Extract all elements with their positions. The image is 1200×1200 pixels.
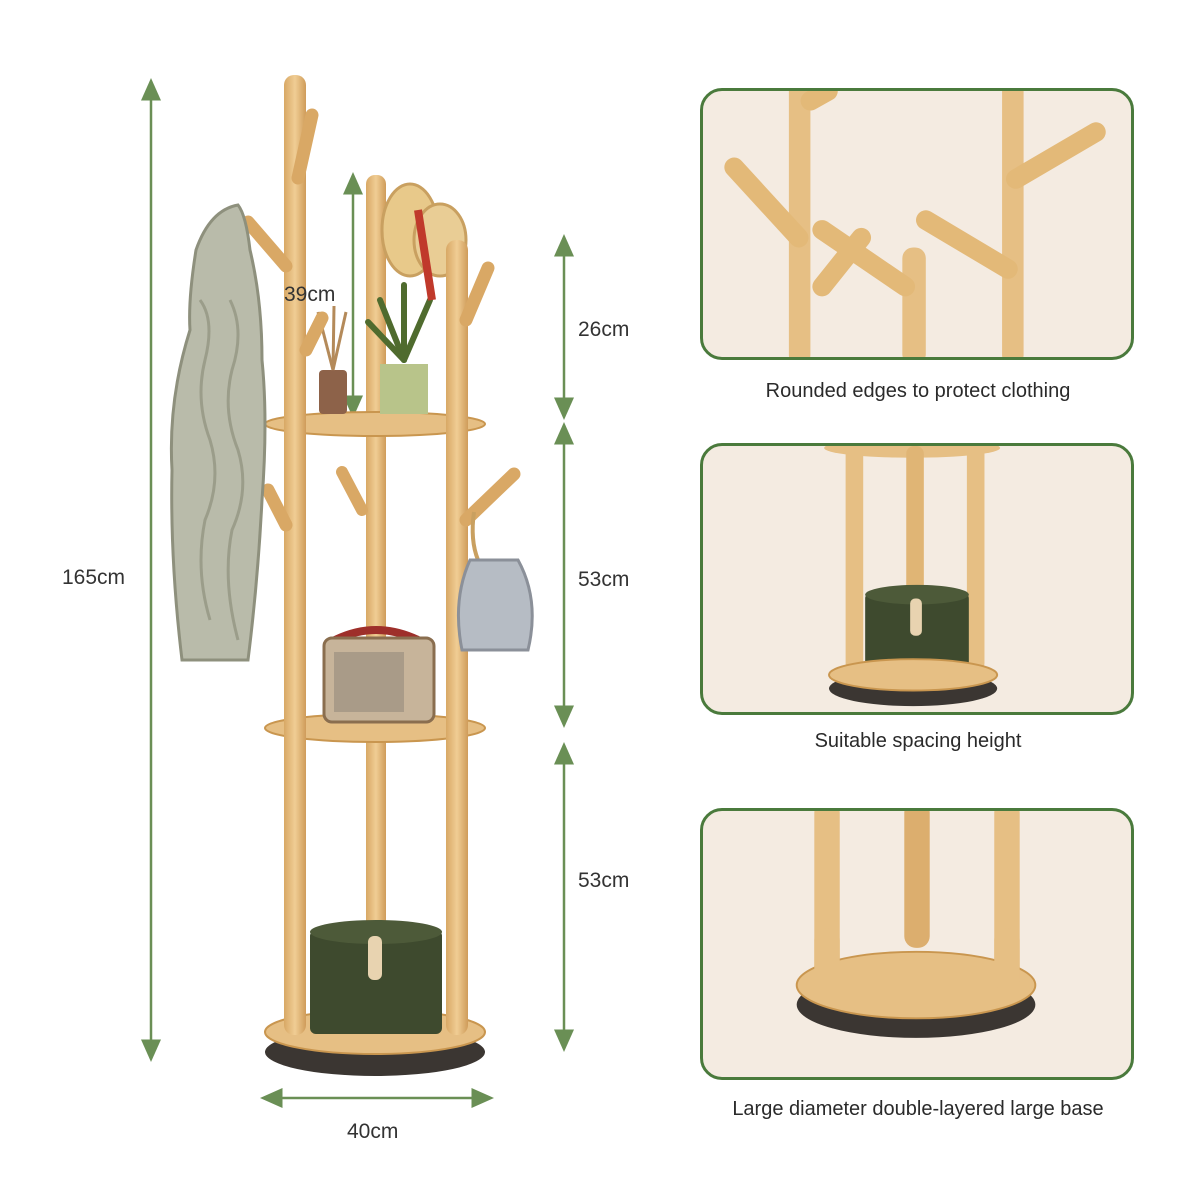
top-post-label: 39cm (284, 283, 336, 306)
right-pole (446, 240, 468, 1035)
base-width-label: 40cm (347, 1120, 399, 1143)
left-pole (284, 75, 306, 1035)
coat-rack-illustration (141, 75, 574, 1108)
storage-box (310, 930, 442, 1034)
top-section-label: 26cm (578, 318, 630, 341)
bottom-section-label: 53cm (578, 869, 630, 892)
hanging-bag (456, 558, 534, 652)
total-height-label: 165cm (62, 566, 126, 589)
feature-panel-spacing-height (700, 443, 1134, 715)
knit-sweater (169, 203, 267, 662)
rounded-hooks-closeup (724, 91, 1106, 357)
base-closeup (795, 811, 1037, 1038)
feature-panel-large-base (700, 808, 1134, 1080)
feature-caption-2: Suitable spacing height (814, 730, 1022, 752)
feature-panel-rounded-edges (700, 88, 1134, 360)
feature-caption-3: Large diameter double-layered large base (732, 1098, 1104, 1120)
middle-section-label: 53cm (578, 568, 630, 591)
spacing-closeup (824, 446, 1001, 707)
feature-caption-1: Rounded edges to protect clothing (765, 380, 1071, 402)
